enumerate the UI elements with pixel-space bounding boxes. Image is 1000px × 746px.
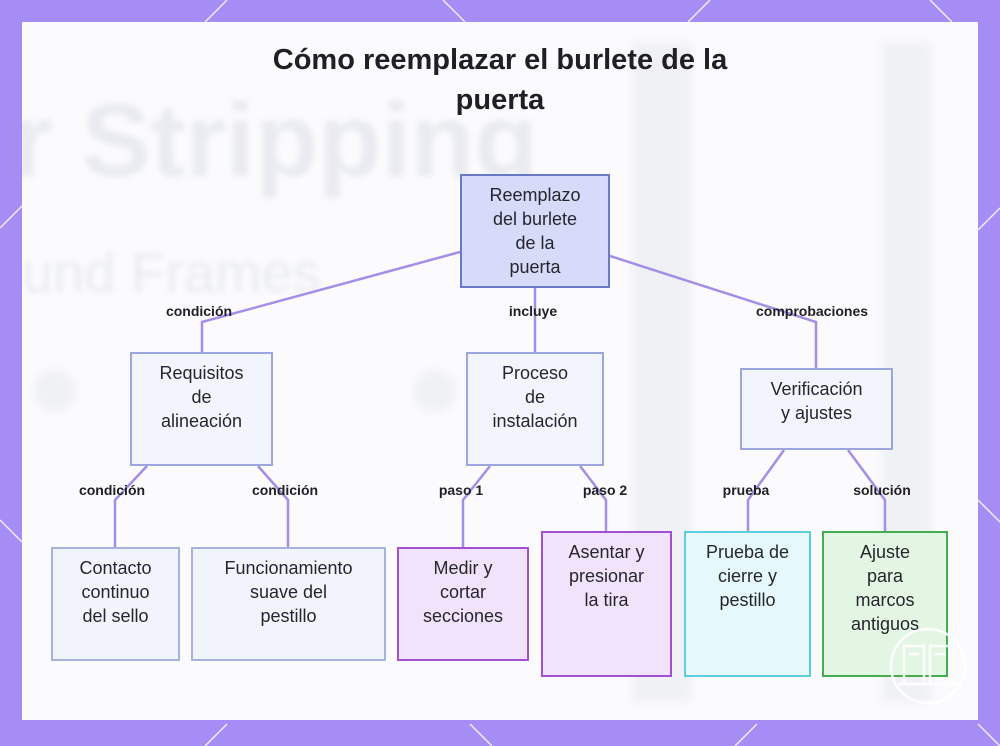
edge-label-root-installation: incluye <box>508 303 558 319</box>
title-line-1: Cómo reemplazar el burlete de la <box>272 44 728 76</box>
door-frame-logo-icon <box>889 627 967 705</box>
edge-alignment-seal <box>113 465 148 547</box>
background-blur-2 <box>414 370 456 412</box>
edge-label-verification-frames: solución <box>853 482 911 498</box>
edge-label-alignment-seal: condición <box>78 482 146 498</box>
edge-verification-test <box>746 449 786 531</box>
node-seat-press[interactable]: Asentar y presionar la tira <box>541 531 672 677</box>
edge-label-verification-test: prueba <box>722 482 770 498</box>
edge-installation-seat <box>579 465 608 531</box>
edge-label-installation-seat: paso 2 <box>582 482 628 498</box>
background-blur-1 <box>34 370 76 412</box>
node-closure-test[interactable]: Prueba de cierre y pestillo <box>684 531 811 677</box>
edge-label-installation-measure: paso 1 <box>438 482 484 498</box>
edge-installation-measure <box>461 465 491 547</box>
node-seal-contact[interactable]: Contacto continuo del sello <box>51 547 180 661</box>
node-root-replacement[interactable]: Reemplazo del burlete de la puerta <box>460 174 610 288</box>
background-subheading: und Frames <box>22 241 321 304</box>
node-alignment-requirements[interactable]: Requisitos de alineación <box>130 352 273 466</box>
edge-verification-frames <box>846 449 887 531</box>
node-measure-cut[interactable]: Medir y cortar secciones <box>397 547 529 661</box>
edge-label-alignment-latch: condición <box>251 482 319 498</box>
edge-label-root-alignment: condición <box>165 303 233 319</box>
diagram-title: Cómo reemplazar el burlete de la puerta <box>230 40 770 120</box>
background-heading: r Stripping <box>22 83 538 199</box>
node-old-frames[interactable]: Ajuste para marcos antiguos <box>822 531 948 677</box>
edge-root-verification <box>609 254 818 368</box>
title-line-2: puerta <box>455 84 545 116</box>
edge-alignment-latch <box>257 465 290 547</box>
node-installation-process[interactable]: Proceso de instalación <box>466 352 604 466</box>
node-verification-adjustments[interactable]: Verificación y ajustes <box>740 368 893 450</box>
node-latch-operation[interactable]: Funcionamiento suave del pestillo <box>191 547 386 661</box>
edge-root-alignment <box>200 250 461 352</box>
edge-label-root-verification: comprobaciones <box>755 303 869 319</box>
